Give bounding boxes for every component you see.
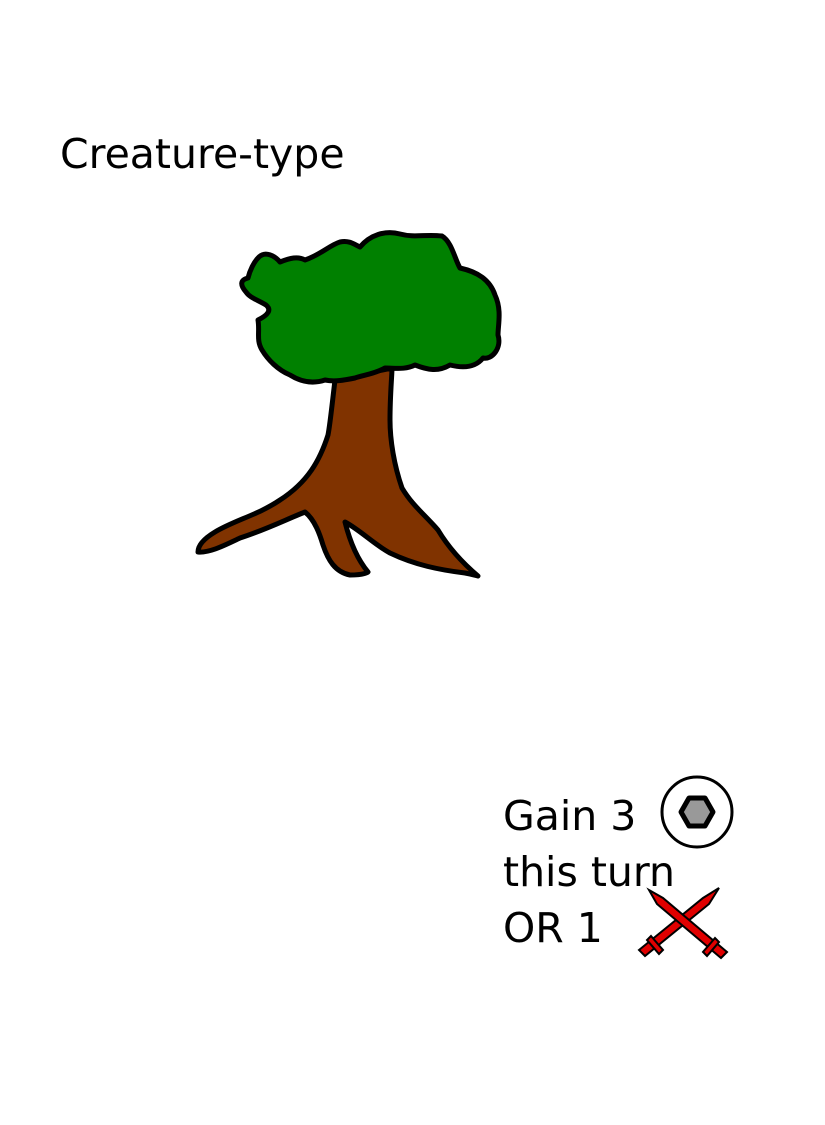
crossed-swords-icon — [637, 887, 729, 960]
card-effect-text: Gain 3 this turn OR 1 — [503, 775, 763, 968]
sword-right — [646, 887, 729, 960]
tree-illustration — [195, 230, 502, 579]
effect-line-1: Gain 3 — [503, 792, 637, 840]
effect-line-3: OR 1 — [503, 904, 603, 952]
card-type-label: Creature-type — [60, 130, 345, 178]
hexagon-resource-icon — [660, 775, 734, 849]
tree-foliage — [239, 230, 502, 385]
effect-line-2: this turn — [503, 848, 676, 896]
tree-trunk — [195, 365, 481, 579]
